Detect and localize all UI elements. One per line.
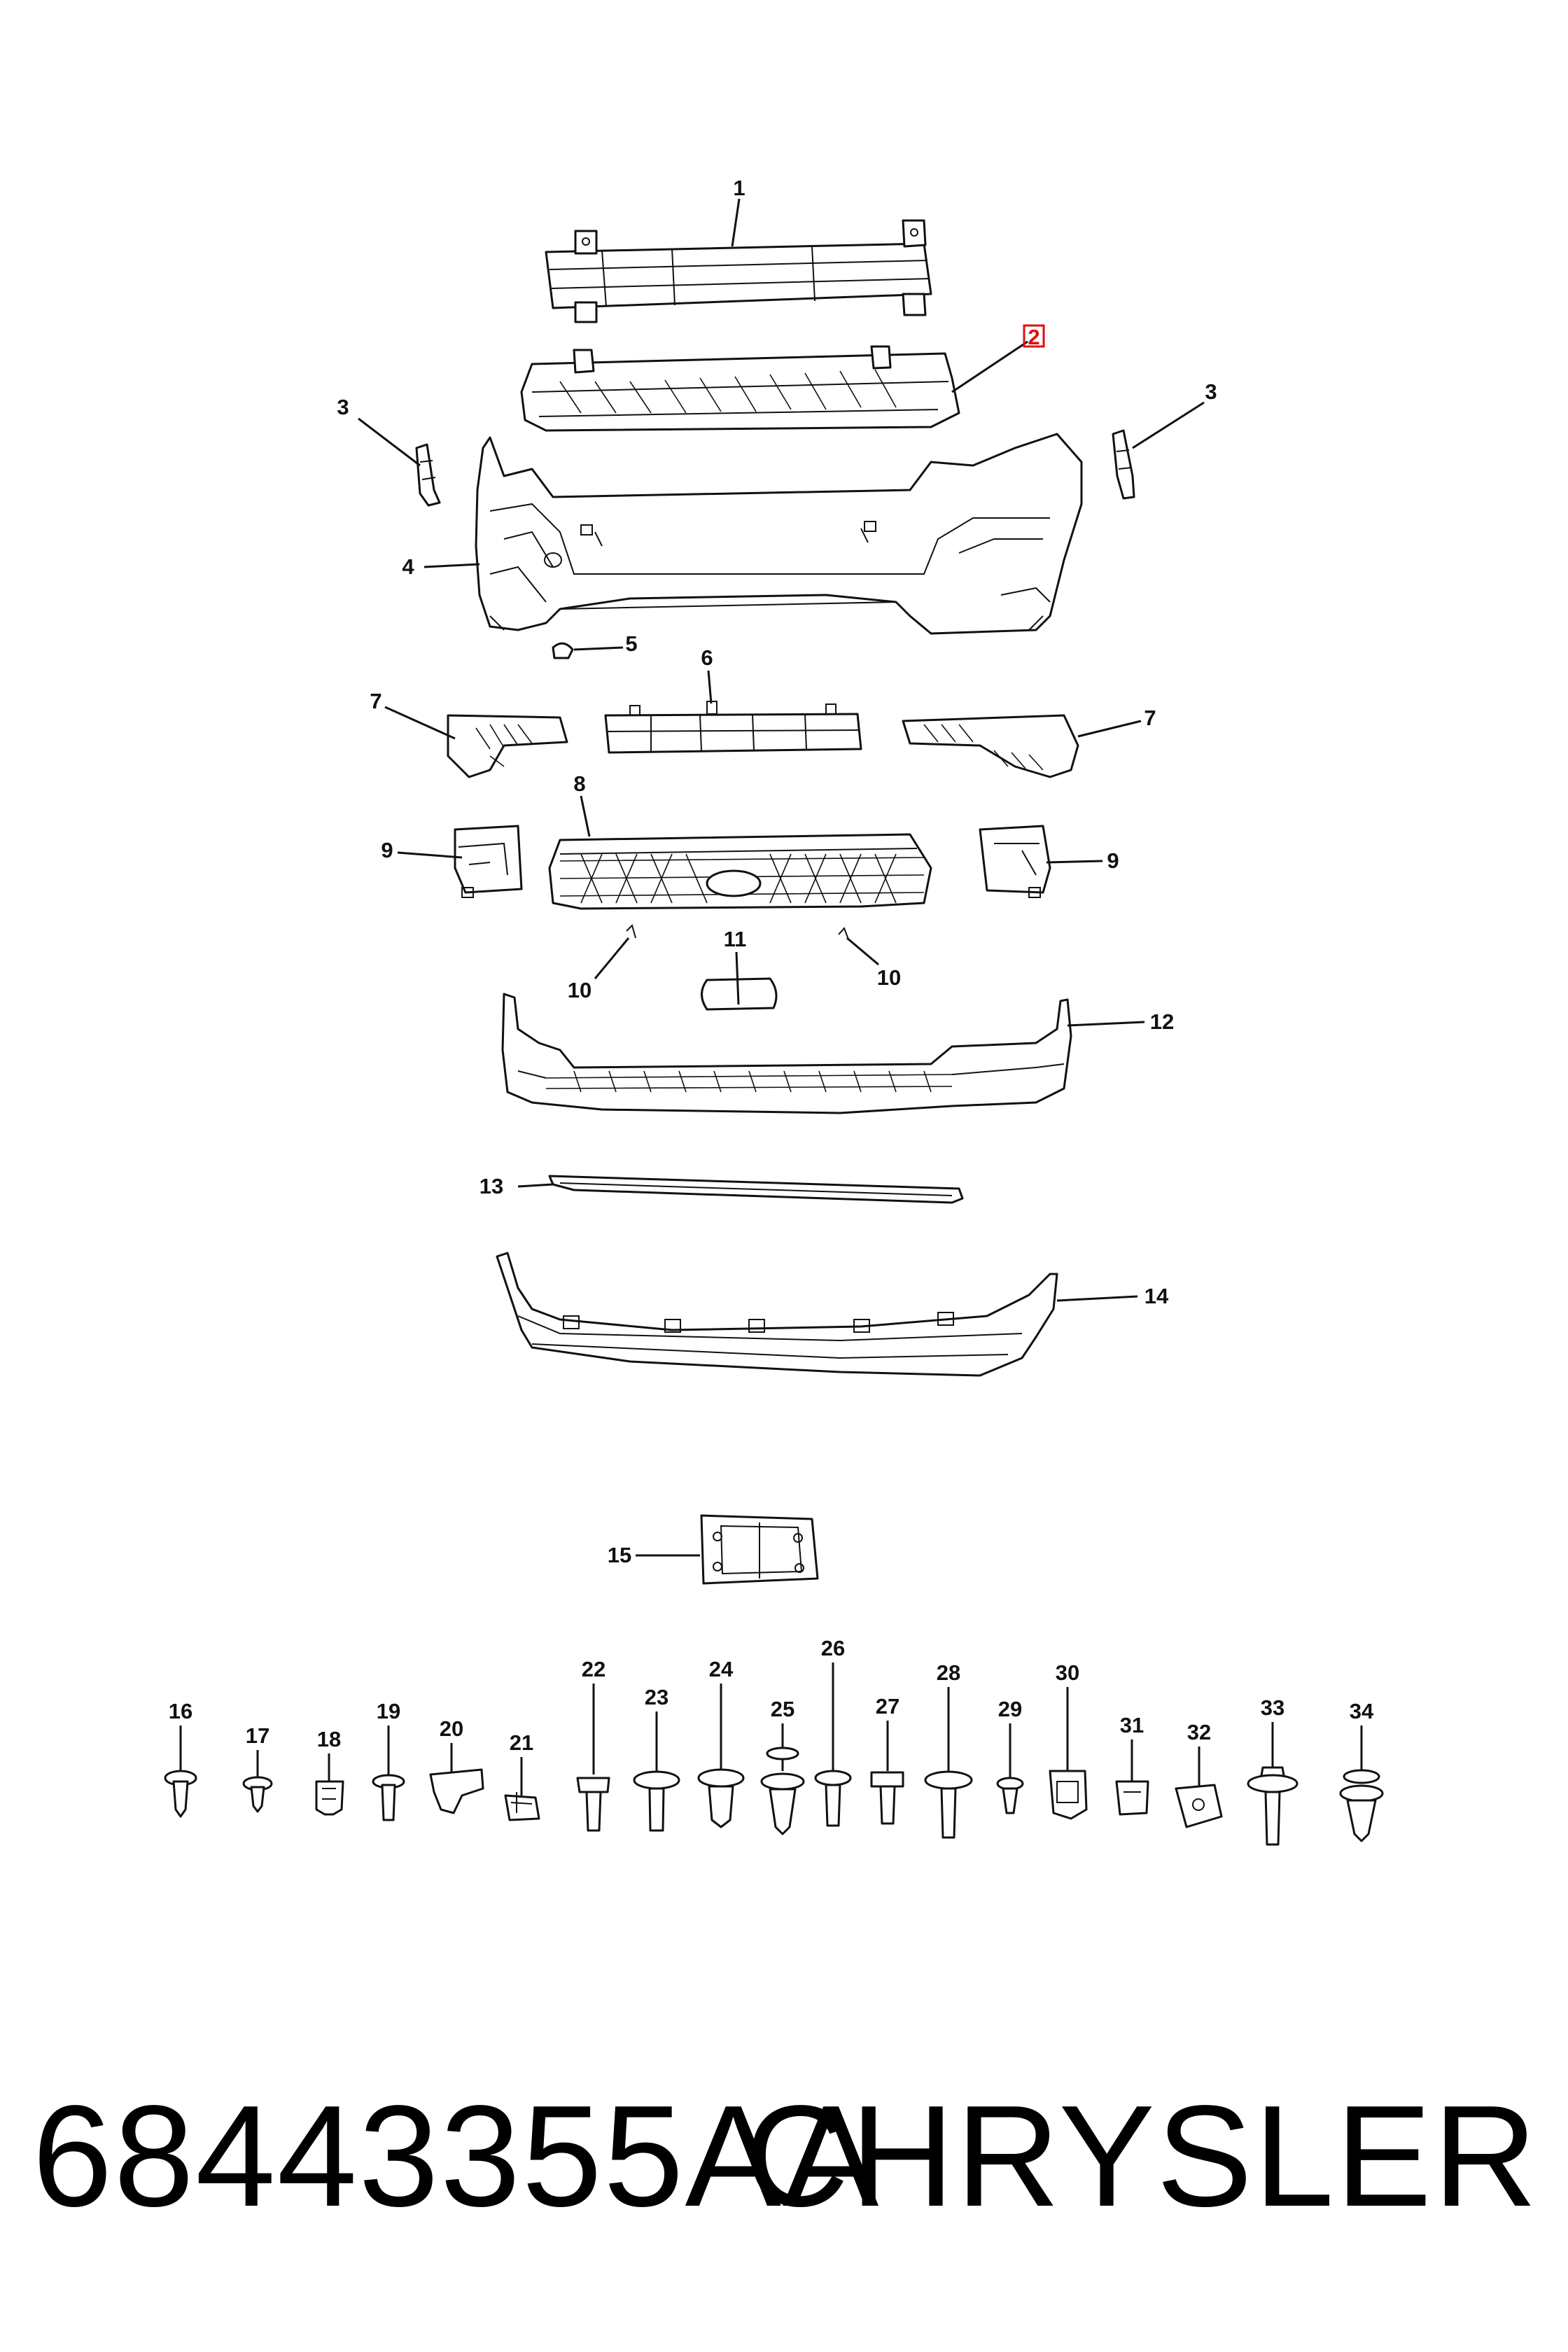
- fastener-30: [1049, 1687, 1088, 1820]
- part-10-clip-left: [626, 924, 636, 939]
- part-12-lower-fascia: [501, 993, 1072, 1114]
- callout-34: 34: [1350, 1699, 1374, 1723]
- highlight-box: [1023, 324, 1045, 348]
- part-7-bezel-left: [447, 714, 568, 778]
- callout-29: 29: [998, 1697, 1022, 1721]
- part-3-bracket-left: [415, 443, 441, 507]
- fastener-27: [870, 1721, 904, 1825]
- callout-20: 20: [440, 1716, 463, 1741]
- fastener-28: [924, 1687, 973, 1839]
- fastener-17: [242, 1750, 273, 1813]
- callout-28: 28: [937, 1660, 960, 1685]
- fastener-25: [760, 1723, 805, 1835]
- callout-9-left: 9: [381, 838, 393, 862]
- part-7-bezel-right: [902, 714, 1079, 778]
- callout-3-right: 3: [1205, 379, 1217, 404]
- callout-7-right: 7: [1144, 706, 1156, 730]
- part-2-energy-absorber: [520, 345, 960, 432]
- part-9-bracket-right: [979, 825, 1051, 898]
- callout-3-left: 3: [337, 395, 349, 419]
- brand-name: CHRYSLER: [744, 2076, 1539, 2236]
- part-15-license-bracket: [700, 1514, 819, 1585]
- part-number: 68443355AA: [32, 2076, 881, 2236]
- callout-32: 32: [1187, 1720, 1211, 1744]
- callout-23: 23: [645, 1685, 668, 1709]
- callout-4: 4: [402, 554, 414, 579]
- footer: 68443355AA CHRYSLER: [0, 2076, 1568, 2236]
- callout-26: 26: [821, 1636, 845, 1660]
- part-13-trim-strip: [548, 1175, 964, 1204]
- callout-22: 22: [582, 1657, 606, 1681]
- callout-11: 11: [724, 927, 747, 951]
- callout-12: 12: [1150, 1009, 1174, 1034]
- part-5-tow-hook-cap: [552, 642, 574, 659]
- callout-1: 1: [733, 176, 745, 200]
- fastener-34: [1339, 1726, 1384, 1842]
- callout-2[interactable]: 2: [1028, 325, 1040, 349]
- callout-31: 31: [1120, 1713, 1144, 1737]
- fastener-26: [814, 1662, 852, 1827]
- part-9-bracket-left: [454, 825, 523, 898]
- callout-5: 5: [625, 631, 637, 656]
- fastener-24: [697, 1684, 745, 1828]
- callout-24: 24: [709, 1657, 734, 1681]
- callout-9-right: 9: [1107, 848, 1119, 873]
- fastener-21: [504, 1757, 540, 1821]
- callout-18: 18: [317, 1727, 341, 1751]
- fastener-19: [372, 1726, 405, 1821]
- callout-16: 16: [169, 1699, 192, 1723]
- callout-17: 17: [246, 1723, 270, 1748]
- fastener-16: [164, 1726, 197, 1818]
- part-8-grille: [548, 833, 932, 910]
- callout-14: 14: [1144, 1284, 1169, 1308]
- callout-19: 19: [377, 1699, 400, 1723]
- callout-13: 13: [479, 1174, 503, 1198]
- callout-33: 33: [1261, 1695, 1284, 1720]
- fastener-32: [1175, 1746, 1223, 1828]
- fastener-18: [315, 1754, 344, 1816]
- callout-8: 8: [573, 771, 585, 796]
- part-3-bracket-right: [1112, 429, 1135, 500]
- fastener-29: [996, 1723, 1024, 1814]
- part-1-bumper-reinforcement: [545, 219, 932, 323]
- callout-30: 30: [1056, 1660, 1079, 1685]
- part-10-clip-right: [838, 927, 849, 940]
- part-4-bumper-fascia: [475, 433, 1083, 635]
- fastener-33: [1247, 1722, 1298, 1846]
- callout-25: 25: [771, 1697, 794, 1721]
- fastener-31: [1115, 1740, 1149, 1816]
- callout-7-left: 7: [370, 689, 382, 713]
- fastener-23: [633, 1712, 680, 1832]
- fastener-22: [576, 1684, 610, 1832]
- callout-27: 27: [876, 1694, 899, 1718]
- part-6-upper-grille: [604, 701, 862, 754]
- fastener-20: [429, 1743, 484, 1814]
- callout-15: 15: [608, 1543, 631, 1567]
- callout-6: 6: [701, 645, 713, 670]
- callout-10-right: 10: [877, 965, 901, 990]
- callout-10-left: 10: [568, 978, 592, 1002]
- callout-21: 21: [510, 1730, 533, 1755]
- part-14-lower-support: [496, 1252, 1058, 1377]
